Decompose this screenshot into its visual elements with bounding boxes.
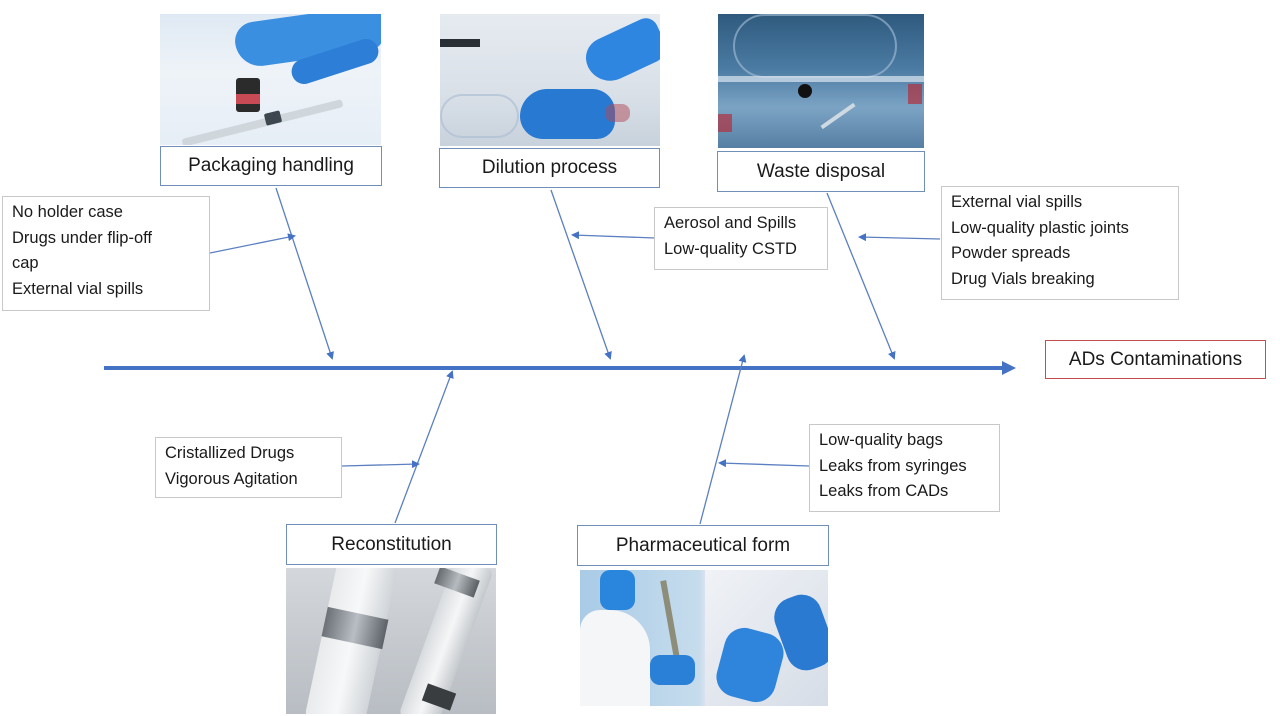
cause-item: Low-quality bags <box>819 431 943 449</box>
causes-waste-disposal: External vial spills Low-quality plastic… <box>941 186 1179 300</box>
cause-item: External vial spills <box>12 279 144 298</box>
cause-item: Vigorous Agitation <box>165 469 298 488</box>
causes-reconstitution: Cristallized Drugs Vigorous Agitation <box>155 437 342 498</box>
cause-item: Drug Vials breaking <box>951 269 1095 288</box>
vial-adapter-syringe-photo <box>286 568 496 714</box>
category-label: Dilution process <box>481 157 618 178</box>
category-label: Waste disposal <box>756 160 886 182</box>
bone-pharmaceutical <box>699 354 747 525</box>
cause-item: Drugs under flip-off <box>12 228 153 247</box>
waste-bag-tubing-photo <box>718 14 924 148</box>
cause-item: Powder spreads <box>951 244 1071 262</box>
category-label: Reconstitution <box>331 533 452 555</box>
category-pharmaceutical-form: Pharmaceutical form <box>577 525 829 566</box>
category-label: Packaging handling <box>188 155 354 176</box>
cause-item: No holder case <box>12 203 123 221</box>
causes-dilution-process: Aerosol and Spills Low-quality CSTD <box>654 207 828 270</box>
bone-waste <box>826 192 896 360</box>
bone-packaging <box>275 187 334 360</box>
cause-arrow-pharmaceutical <box>718 459 810 468</box>
cause-arrow-reconstitution <box>341 460 420 469</box>
gloved-hands-dilution-photo <box>440 14 660 146</box>
cause-item: cap <box>12 254 39 272</box>
bone-reconstitution <box>394 370 454 524</box>
category-dilution-process: Dilution process <box>439 148 660 188</box>
cause-item: Low-quality plastic joints <box>951 218 1129 237</box>
cause-item: Aerosol and Spills <box>664 214 797 232</box>
effect-label: ADs Contaminations <box>1068 348 1243 370</box>
causes-packaging-handling: No holder case Drugs under flip-off cap … <box>2 196 210 311</box>
cause-item: Leaks from CADs <box>819 482 949 500</box>
cause-item: Leaks from syringes <box>819 456 967 475</box>
bone-dilution <box>550 189 612 360</box>
gloved-hands-syringe-bag-photo <box>580 570 828 706</box>
cause-arrow-packaging <box>209 233 296 254</box>
category-reconstitution: Reconstitution <box>286 524 497 565</box>
cause-arrow-waste <box>858 233 941 242</box>
category-packaging-handling: Packaging handling <box>160 146 382 186</box>
effect-box: ADs Contaminations <box>1045 340 1266 379</box>
cause-item: External vial spills <box>951 193 1083 211</box>
causes-pharmaceutical-form: Low-quality bags Leaks from syringes Lea… <box>809 424 1000 512</box>
cause-item: Cristallized Drugs <box>165 444 295 462</box>
category-waste-disposal: Waste disposal <box>717 151 925 192</box>
category-label: Pharmaceutical form <box>615 534 791 556</box>
cause-arrow-dilution <box>571 231 656 240</box>
gloved-hand-vial-syringe-photo <box>160 14 381 145</box>
cause-item: Low-quality CSTD <box>664 239 797 258</box>
